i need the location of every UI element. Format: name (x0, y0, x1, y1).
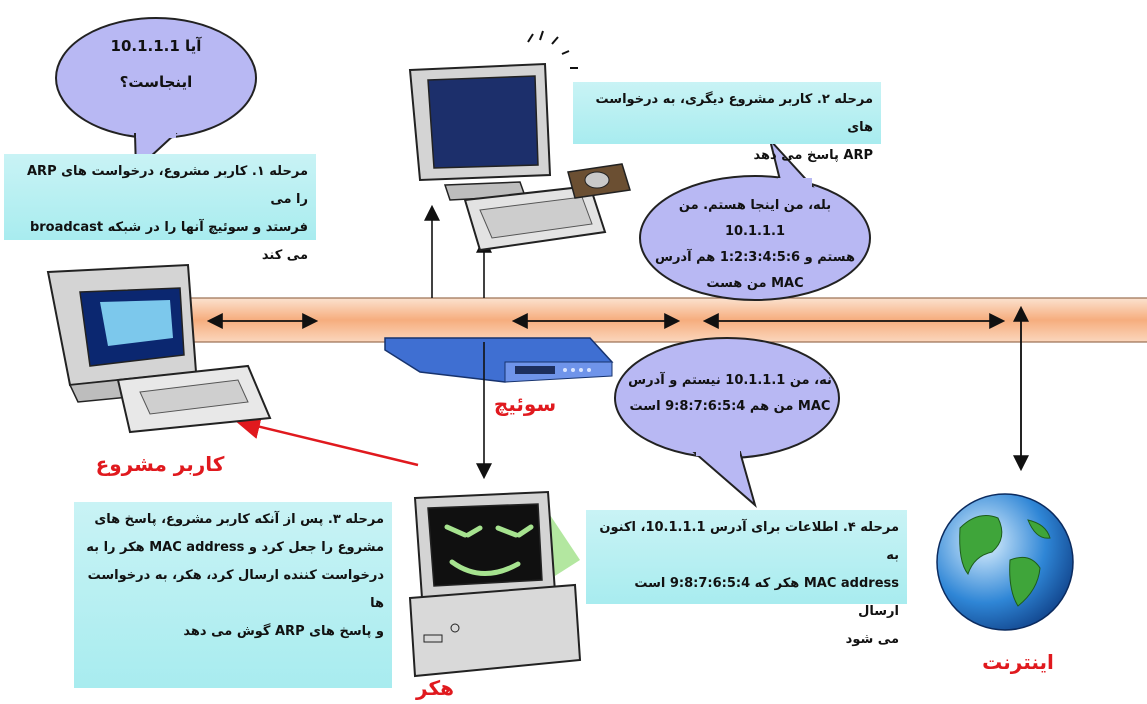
switch-device (384, 337, 614, 383)
step2-box: مرحله ۲. کاربر مشروع دیگری، به درخواست ه… (573, 82, 881, 163)
step4-box: مرحله ۴. اطلاعات برای آدرس 10.1.1.1، اکن… (586, 510, 907, 647)
step4-line1: مرحله ۴. اطلاعات برای آدرس 10.1.1.1، اکن… (599, 520, 899, 563)
step1-box: مرحله ۱. کاربر مشروع، درخواست های ARP را… (4, 154, 316, 263)
label-hacker: هکر (416, 676, 454, 700)
internet-globe (936, 493, 1074, 631)
step2-line1: مرحله ۲. کاربر مشروع دیگری، به درخواست ه… (595, 92, 873, 135)
step4-line3: می شود (845, 632, 899, 647)
bubble-reply-no-line2: MAC من هم 9:8:7:6:5:4 است (629, 399, 831, 414)
attack-arrow (235, 414, 419, 467)
label-switch: سوئیچ (493, 392, 557, 416)
bubble-reply-yes-line1: بله، من اینجا هستم. من 10.1.1.1 (678, 198, 832, 239)
bubble-question-line2: اینجاست؟ (119, 73, 193, 91)
bubble-question: آیا 10.1.1.1 اینجاست؟ (76, 28, 236, 100)
bubble-reply-yes-line2: هستم و 1:2:3:4:5:6 هم آدرس (655, 250, 855, 265)
hacker-computer (408, 490, 582, 678)
step3-box: مرحله ۳. پس از آنکه کاربر مشروع، پاسخ ها… (74, 502, 392, 688)
step1-line2: فرستد و سوئیچ آنها را در شبکه broadcast … (29, 220, 308, 263)
step4-line2: MAC address هکر که 9:8:7:6:5:4 است ارسال (634, 576, 899, 619)
bubble-reply-no: نه، من 10.1.1.1 نیستم و آدرس MAC من هم 9… (625, 368, 835, 420)
legit-user-computer (46, 263, 272, 434)
step3-line4: و پاسخ های ARP گوش می دهد (183, 624, 384, 639)
step3-line3: درخواست کننده ارسال کرد، هکر، به درخواست… (87, 568, 384, 611)
other-user-computer (408, 30, 631, 252)
vertical-arrows (424, 204, 1029, 480)
step3-line1: مرحله ۳. پس از آنکه کاربر مشروع، پاسخ ها… (94, 512, 384, 527)
bubble-reply-no-shape (614, 337, 840, 508)
bubble-reply-yes: بله، من اینجا هستم. من 10.1.1.1 هستم و 1… (650, 193, 860, 297)
step1-line1: مرحله ۱. کاربر مشروع، درخواست های ARP را… (27, 164, 308, 207)
bubble-question-shape (55, 17, 257, 173)
network-bus (159, 297, 1147, 343)
label-internet: اینترنت (982, 650, 1054, 674)
bubble-reply-yes-shape (639, 139, 871, 301)
bubble-reply-yes-line3: MAC من هست (706, 276, 804, 291)
bubble-question-line1: آیا 10.1.1.1 (110, 37, 202, 55)
bubble-reply-no-line1: نه، من 10.1.1.1 نیستم و آدرس (628, 373, 832, 388)
step2-line2: ARP پاسخ می دهد (753, 148, 874, 163)
label-legit-user: کاربر مشروع (95, 452, 225, 476)
step3-line2: مشروع را جعل کرد و MAC address هکر را به (86, 540, 384, 555)
